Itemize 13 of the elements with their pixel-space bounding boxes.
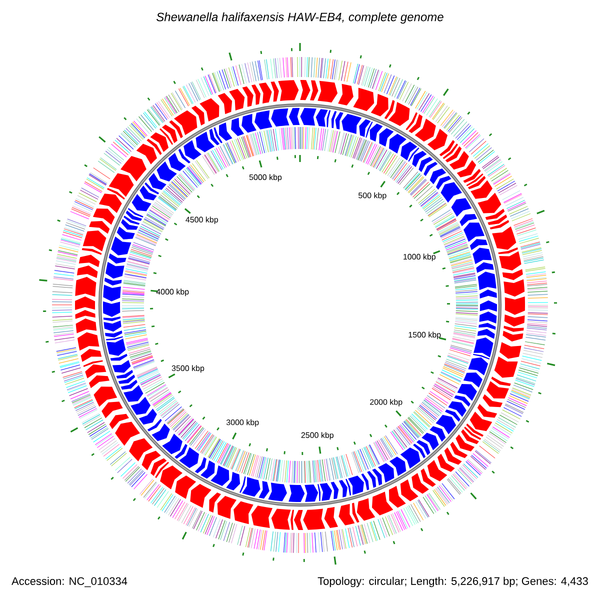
scale-label: 2500 kbp xyxy=(301,432,334,440)
scale-label: 2000 kbp xyxy=(370,398,402,406)
scale-label: 4500 kbp xyxy=(186,216,218,224)
title: Shewanella halifaxensis HAW-EB4, complete genome xyxy=(156,12,444,24)
scale-label: 5000 kbp xyxy=(249,174,282,182)
accession-text: Accession: NC_010334 xyxy=(12,576,128,588)
scale-label: 500 kbp xyxy=(358,192,386,200)
scale-label: 1500 kbp xyxy=(408,332,441,340)
scale-label: 3000 kbp xyxy=(226,419,259,427)
scale-label: 4000 kbp xyxy=(156,288,189,296)
genome-info-text: Topology: circular; Length: 5,226,917 bp; Genes: 4,433 xyxy=(318,576,588,588)
scale-label: 1000 kbp xyxy=(404,254,436,262)
scale-label: 3500 kbp xyxy=(172,365,204,373)
